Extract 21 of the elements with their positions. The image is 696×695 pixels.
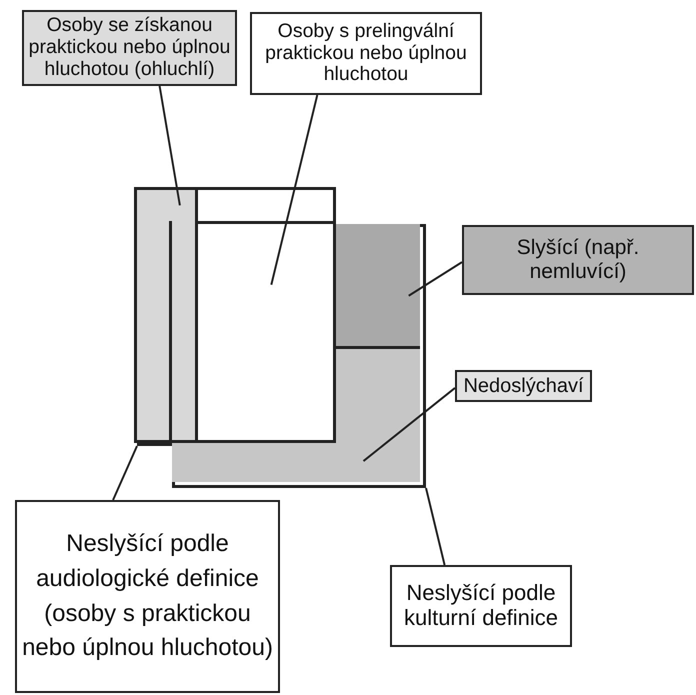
callout-text: Nedoslýchaví bbox=[463, 374, 584, 398]
leader-line bbox=[158, 86, 181, 206]
callout-box bbox=[462, 225, 694, 295]
callout-box bbox=[455, 370, 592, 402]
callout-text: Neslyšící podle audiologické definice (osoby s praktickou nebo úplnou hluchotou) bbox=[21, 528, 274, 664]
callout-box bbox=[15, 500, 280, 693]
callout-text: Neslyšící podle kulturní definice bbox=[402, 581, 560, 631]
callout-box bbox=[250, 12, 482, 95]
callout-box bbox=[22, 10, 237, 86]
hearing-region bbox=[336, 224, 420, 349]
callout-text: Osoby s prelingvální praktickou nebo úplnou hluchotou bbox=[264, 20, 468, 86]
prelingual-deafness-region bbox=[195, 187, 336, 443]
leader-line bbox=[425, 488, 446, 566]
leader-line bbox=[408, 261, 463, 297]
callout-box bbox=[390, 565, 572, 647]
callout-text: Osoby se získanou praktickou nebo úplnou hluchotou (ohluchlí) bbox=[28, 15, 231, 81]
leader-line bbox=[270, 94, 318, 285]
callout-text: Slyšící (např. nemluvící) bbox=[516, 236, 640, 284]
acquired-deafness-region bbox=[134, 187, 198, 443]
leader-line bbox=[112, 446, 138, 500]
leader-line bbox=[362, 387, 456, 462]
